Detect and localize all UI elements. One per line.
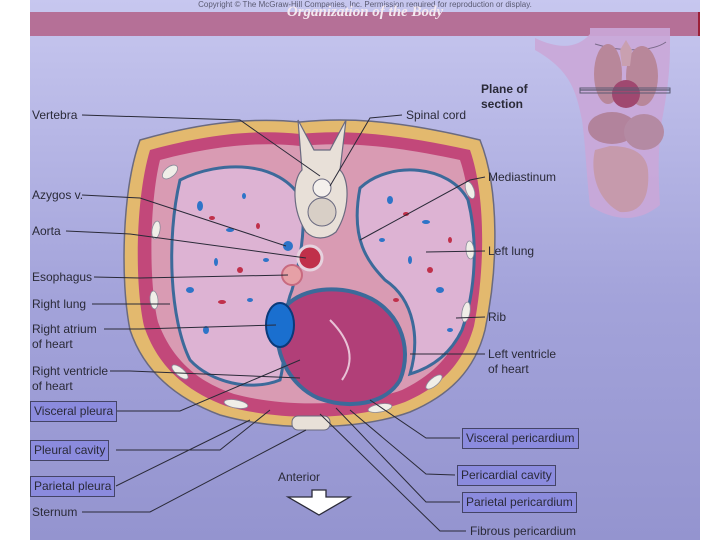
label-pericardial-cavity: Pericardial cavity: [457, 465, 556, 486]
label-pleural-cavity: Pleural cavity: [30, 440, 110, 461]
label-left-ventricle-line2: of heart: [488, 362, 529, 376]
label-left-lung: Left lung: [488, 244, 535, 258]
title-bar: [30, 12, 700, 36]
label-esophagus: Esophagus: [32, 270, 93, 284]
label-right-atrium-line1: Right atrium: [32, 322, 97, 336]
label-left-ventricle: Left ventricle of heart: [488, 347, 556, 377]
label-sternum: Sternum: [32, 505, 78, 519]
label-aorta: Aorta: [32, 224, 61, 238]
anterior-arrow-icon: [285, 489, 353, 516]
label-spinal-cord: Spinal cord: [406, 108, 467, 122]
thorax-cross-section-illustration: [65, 28, 671, 532]
label-parietal-pleura: Parietal pleura: [30, 476, 116, 497]
lung-arteries: [209, 212, 452, 304]
label-right-atrium-line2: of heart: [32, 337, 73, 351]
torso-silhouette: [535, 28, 671, 218]
label-section: section: [481, 97, 524, 111]
label-plane-of-section: Plane of section: [481, 82, 528, 112]
slide: Copyright © The McGraw-Hill Companies, I…: [30, 0, 700, 540]
label-right-ventricle-line1: Right ventricle: [32, 364, 109, 378]
label-visceral-pericardium: Visceral pericardium: [462, 428, 579, 449]
aorta-shape: [296, 244, 324, 272]
label-right-ventricle: Right ventricle of heart: [32, 364, 108, 394]
label-visceral-pleura: Visceral pleura: [30, 401, 118, 422]
label-anterior: Anterior: [278, 470, 321, 484]
leader-lines: [65, 114, 486, 532]
label-parietal-pericardium: Parietal pericardium: [462, 492, 577, 513]
label-rib: Rib: [488, 310, 507, 324]
label-azygos-vein: Azygos v.: [32, 188, 84, 202]
heart-shape: [275, 287, 407, 406]
azygos-vein-shape: [283, 241, 293, 251]
right-margin: [700, 0, 720, 540]
label-right-lung: Right lung: [32, 297, 87, 311]
label-plane-of: Plane of: [481, 82, 528, 96]
sternum-shape: [291, 415, 331, 431]
label-fibrous-pericardium: Fibrous pericardium: [470, 524, 577, 538]
label-mediastinum: Mediastinum: [488, 170, 557, 184]
label-vertebra: Vertebra: [32, 108, 78, 122]
label-left-ventricle-line1: Left ventricle: [488, 347, 557, 361]
slide-title: Organization of the Body: [286, 4, 444, 20]
label-right-ventricle-line2: of heart: [32, 379, 73, 393]
copyright-notice: Copyright © The McGraw-Hill Companies, I…: [198, 0, 532, 9]
lung-vessels: [186, 193, 453, 334]
label-right-atrium: Right atrium of heart: [32, 322, 97, 352]
spinal-cord-shape: [312, 178, 332, 198]
cross-section: [123, 119, 496, 431]
